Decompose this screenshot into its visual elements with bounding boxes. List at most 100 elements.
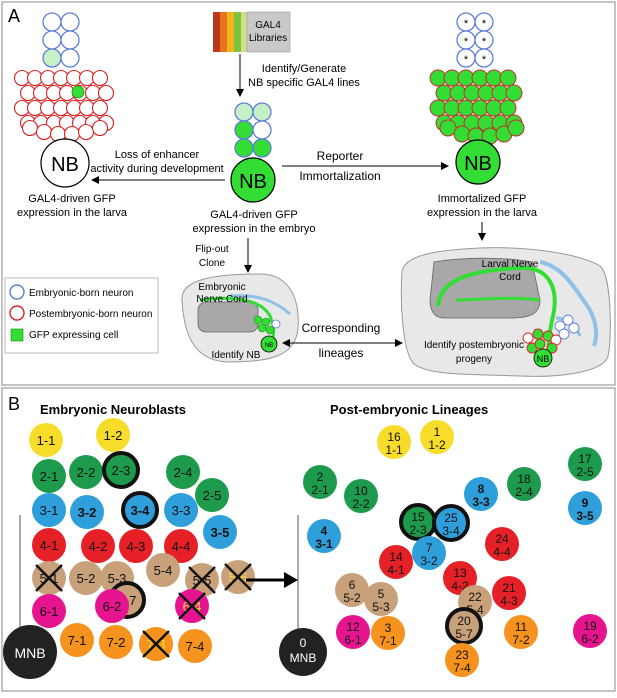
embryonic-neuron (234, 138, 254, 158)
larval-lineage-cell (522, 332, 534, 344)
lineage-19: 196-2 (573, 614, 607, 648)
lineage-neuroblast-label: 2-2 (352, 497, 370, 511)
neuroblast-label: 2-4 (174, 465, 193, 480)
larval-lineage-cell (546, 342, 558, 354)
mnb-embryonic-label: MNB (14, 645, 45, 661)
embryonic-title: Embryonic Neuroblasts (40, 402, 186, 417)
lineage-number: 11 (515, 620, 528, 634)
lineage-6: 65-2 (335, 573, 369, 607)
neuroblast-2-5: 2-5 (195, 478, 229, 512)
neuroblast-5-2: 5-2 (69, 561, 103, 595)
lineage-neuroblast-label: 5-7 (455, 627, 473, 641)
gal4-library-line2: Libraries (249, 33, 287, 44)
gfp-postembryonic-neuron (499, 99, 517, 117)
neuroblast-5-4: 5-4 (146, 553, 180, 587)
panel-b-border (1, 387, 616, 692)
embryo-nerve-cord: NB (181, 273, 299, 363)
mnb-post-number: 0 (300, 636, 307, 650)
neuroblast-4-4: 4-4 (164, 529, 198, 563)
flipout-line1: Flip-out (195, 244, 229, 255)
neuroblast-label: 2-5 (203, 488, 222, 503)
lineage-14: 144-1 (379, 545, 413, 579)
neuroblast-label: 4-4 (172, 539, 191, 554)
lineage-number: 19 (583, 619, 597, 633)
neuroblast-5-6: 5-6 (221, 560, 255, 594)
lineage-neuroblast-label: 3-2 (420, 554, 438, 568)
gfp-postembryonic-neuron (505, 84, 523, 102)
embryonic-neuron (42, 12, 62, 32)
neuroblast-label: 4-2 (89, 539, 108, 554)
panel-a-label: A (8, 6, 20, 26)
embryonic-neuron (252, 138, 272, 158)
nb-center (230, 157, 276, 203)
embryonic-neuron (234, 102, 254, 122)
center-lineage-cells (234, 102, 272, 158)
postembryonic-neuron (35, 123, 53, 141)
neuroblast-label: 2-3 (112, 463, 131, 478)
lineage-12: 126-1 (336, 615, 370, 649)
neuroblast-label: 5-2 (77, 571, 96, 586)
gal4-library-icon (213, 11, 291, 53)
lineage-neuroblast-label: 3-5 (576, 509, 594, 523)
neuroblast-label: 7-1 (68, 633, 87, 648)
lineage-7: 73-2 (412, 536, 446, 570)
larval-cluster-cells (522, 314, 580, 354)
lineage-number: 18 (517, 472, 531, 486)
lineage-21: 214-3 (492, 576, 526, 610)
embryonic-neuron (60, 12, 80, 32)
larval-lineage-cell (562, 314, 574, 326)
neuroblast-6-4: 6-4 (175, 589, 209, 623)
nb-right (455, 139, 501, 185)
lineage-number: 24 (495, 532, 509, 546)
lineage-18: 182-4 (507, 467, 541, 501)
lineage-number: 3 (385, 621, 392, 635)
neuroblast-label: 1-1 (37, 433, 56, 448)
lineage-25: 253-4 (432, 504, 470, 542)
lineage-neuroblast-label: 1-1 (385, 443, 403, 457)
larval-lineage-cell (534, 338, 546, 350)
panel-b-label: B (8, 394, 20, 414)
right-lineage-cells: ****** (429, 12, 525, 145)
embryonic-cord-line2: Nerve Cord (196, 294, 247, 305)
neuroblast-label: 4-3 (127, 539, 146, 554)
lineage-3: 37-1 (371, 616, 405, 650)
nb-right-label: NB (464, 153, 492, 175)
neuroblast-7-4: 7-4 (178, 629, 212, 663)
gfp-postembryonic-neuron (499, 69, 517, 87)
lineage-17: 172-5 (568, 447, 602, 481)
lineage-number: 22 (468, 590, 482, 604)
larval-lineage-cell (568, 322, 580, 334)
lineage-neuroblast-label: 2-5 (576, 465, 594, 479)
nb-larval-label: NB (537, 354, 550, 364)
lineage-neuroblast-label: 6-2 (581, 632, 599, 646)
neuroblast-2-2: 2-2 (69, 455, 103, 489)
immortalized-mark: * (464, 18, 469, 30)
lineage-number: 21 (502, 581, 516, 595)
lineage-4: 43-1 (307, 519, 341, 553)
lineage-neuroblast-label: 3-1 (315, 537, 333, 551)
neuroblast-label: 6-1 (40, 604, 59, 619)
lineage-number: 17 (578, 452, 592, 466)
lineage-2: 22-1 (303, 465, 337, 499)
embryonic-cord-line1: Embryonic (198, 282, 245, 293)
neuroblast-4-3: 4-3 (119, 529, 153, 563)
neuroblast-label: 3-5 (211, 525, 230, 540)
lineage-number: 25 (444, 511, 458, 525)
neuroblast-1-2: 1-2 (96, 418, 130, 452)
identify-line1: Identify/Generate (262, 63, 346, 75)
neuroblast-label: 7-2 (107, 635, 126, 650)
gfp-postembryonic-neuron (453, 125, 471, 143)
lineage-8: 83-3 (464, 477, 498, 511)
lineage-number: 12 (346, 620, 360, 634)
neuroblast-2-3: 2-3 (102, 451, 140, 489)
legend-embryonic-swatch (9, 284, 25, 300)
embryonic-neuron (252, 120, 272, 140)
identify-post-line2: progeny (456, 354, 492, 365)
lineage-neuroblast-label: 4-4 (493, 545, 511, 559)
lineage-1: 11-2 (420, 420, 454, 454)
larval-cord-line1: Larval Nerve (482, 259, 539, 270)
lineage-number: 2 (317, 470, 324, 484)
neuroblast-label: 3-1 (40, 503, 59, 518)
